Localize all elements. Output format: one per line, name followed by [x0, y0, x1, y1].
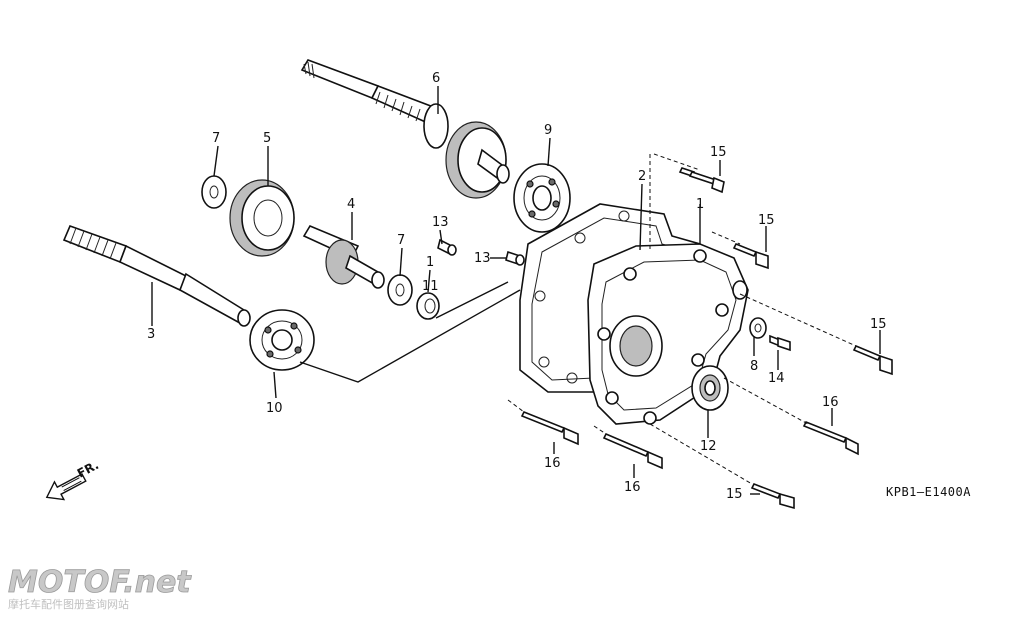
part-3-shaft [62, 224, 251, 327]
front-direction-indicator: FR. [45, 458, 101, 501]
part-6-shaft-gear [300, 59, 510, 199]
part-11-bushing [416, 292, 440, 320]
callout-3: 3 [147, 327, 155, 342]
part-5-gear [229, 179, 295, 257]
watermark: MOTOF.net 摩托车配件图册查询网站 [8, 565, 193, 611]
callout-15: 15 [710, 145, 727, 160]
front-arrow-icon [45, 473, 87, 501]
callout-7: 7 [212, 131, 220, 146]
callout-5: 5 [263, 131, 271, 146]
part-16-bolt-b [602, 432, 663, 470]
part-15-bolt-d [750, 482, 795, 510]
part-7-washer-b [387, 274, 413, 306]
callout-16: 16 [544, 456, 561, 471]
callout-8: 8 [750, 359, 758, 374]
callout-15: 15 [758, 213, 775, 228]
callout-16: 16 [822, 395, 839, 410]
callout-2: 2 [638, 169, 646, 184]
callout-13: 13 [432, 215, 449, 230]
callout-1: 1 [696, 197, 704, 212]
part-15-bolt-c [852, 344, 893, 376]
part-10-bearing [249, 309, 315, 371]
watermark-brand: MOTOF.net [8, 565, 192, 600]
part-12-oil-seal [691, 365, 729, 411]
front-label: FR. [75, 458, 101, 481]
part-13-dowel-a [437, 238, 457, 256]
callout-10: 10 [266, 401, 283, 416]
callout-1: 1 [426, 255, 434, 270]
callout-11: 11 [422, 279, 439, 294]
callout-4: 4 [347, 197, 355, 212]
callout-14: 14 [768, 371, 785, 386]
part-16-bolt-a [520, 410, 579, 446]
watermark-tagline: 摩托车配件图册查询网站 [8, 597, 129, 611]
part-7-washer-a [201, 175, 227, 209]
part-15-bolt-a [678, 167, 725, 194]
part-8-washer [749, 317, 767, 339]
callout-16: 16 [624, 480, 641, 495]
part-16-bolt-c [802, 420, 859, 456]
part-13-dowel-b [505, 250, 525, 266]
callout-9: 9 [544, 123, 552, 138]
leader-lines [151, 86, 881, 495]
diagram-code: KPB1—E1400A [886, 485, 971, 499]
callouts: 6 7 5 9 4 13 13 7 1 11 3 10 2 1 15 15 15… [147, 71, 887, 502]
callout-7: 7 [397, 233, 405, 248]
part-15-bolt-b [732, 242, 769, 270]
callout-15: 15 [870, 317, 887, 332]
part-14-bolt [769, 334, 791, 352]
callout-12: 12 [700, 439, 717, 454]
callout-15: 15 [726, 487, 743, 502]
part-4-shaft [302, 224, 385, 289]
part-9-bearing [513, 163, 571, 233]
callout-13: 13 [474, 251, 491, 266]
callout-6: 6 [432, 71, 440, 86]
